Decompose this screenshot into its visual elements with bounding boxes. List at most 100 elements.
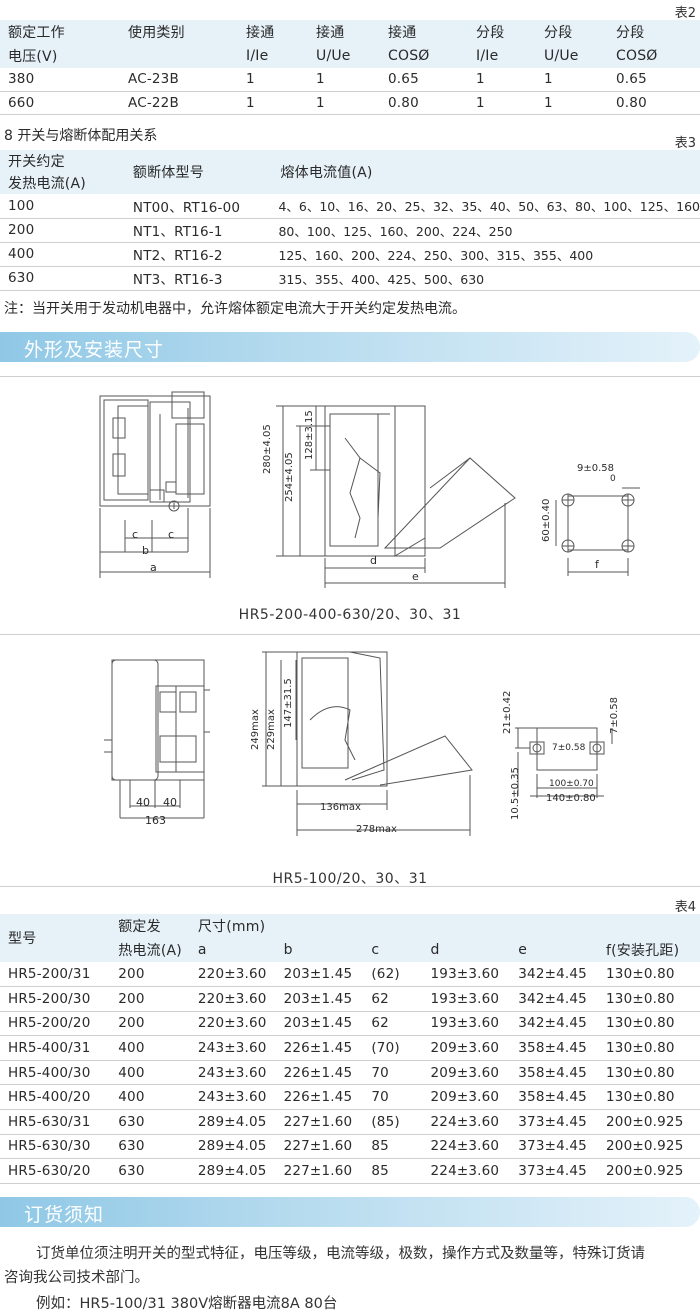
t3-cell: 4、6、10、16、20、25、32、35、40、50、63、80、100、12… bbox=[272, 194, 700, 219]
drawing1-mounting-holes bbox=[555, 487, 640, 576]
drawing2-caption: HR5-100/20、30、31 bbox=[272, 871, 428, 887]
t4-cell: 130±0.80 bbox=[601, 1011, 700, 1037]
t2-cell: AC-23B bbox=[120, 68, 238, 92]
t2-header-top: 接通 bbox=[388, 25, 417, 41]
label-h60: 60±0.40 bbox=[541, 498, 552, 542]
t3-cell: 315、355、400、425、500、630 bbox=[272, 266, 700, 291]
label-h280: 280±4.05 bbox=[262, 424, 273, 474]
t4-cell: 130±0.80 bbox=[601, 1060, 700, 1086]
t4-cell: (85) bbox=[367, 1109, 427, 1135]
t4-cell: 85 bbox=[367, 1134, 427, 1160]
t4-cell: 243±3.60 bbox=[193, 1035, 280, 1061]
t3-cell: 200 bbox=[0, 218, 127, 243]
t4-cell: 226±1.45 bbox=[279, 1035, 368, 1061]
t3-cell: 80、100、125、160、200、224、250 bbox=[272, 218, 700, 243]
t3-cell: 125、160、200、224、250、300、315、355、400 bbox=[272, 242, 700, 267]
label-h254: 254±4.05 bbox=[284, 452, 295, 502]
t2-header-bottom: 电压(V) bbox=[8, 49, 58, 65]
drawing2-front-view bbox=[104, 659, 210, 819]
label-c2: c bbox=[168, 528, 175, 541]
table3-note: 注：当开关用于发动机电器中，允许熔体额定电流大于开关约定发热电流。 bbox=[4, 301, 466, 317]
t4-cell: 342±4.45 bbox=[514, 962, 602, 988]
t4-cell: 400 bbox=[112, 1084, 194, 1111]
drawing1-front-view bbox=[99, 391, 211, 578]
label-h7: 7±0.58 bbox=[609, 696, 620, 734]
label-w9: 9±0.58 bbox=[577, 463, 615, 474]
divider bbox=[0, 634, 700, 635]
t2-cell: AC-22B bbox=[120, 91, 238, 115]
t4-cell: 630 bbox=[112, 1158, 194, 1184]
t4-cell: 193±3.60 bbox=[426, 962, 515, 988]
t3-header-fuse-model: 额断体型号 bbox=[132, 165, 204, 181]
t4-cell: 243±3.60 bbox=[193, 1084, 280, 1111]
t2-header-bottom: COSØ bbox=[388, 48, 430, 64]
t4-cell: 130±0.80 bbox=[601, 962, 700, 988]
t4-cell: HR5-200/30 bbox=[0, 986, 113, 1012]
t4-cell: 220±3.60 bbox=[193, 962, 280, 988]
t4-cell: 289±4.05 bbox=[193, 1134, 280, 1160]
t2-header-bottom: I/Ie bbox=[476, 48, 499, 64]
t4-cell: 342±4.45 bbox=[514, 986, 602, 1012]
t2-cell: 1 bbox=[238, 68, 308, 92]
drawing1-svg bbox=[99, 391, 640, 588]
drawing2-mounting-holes bbox=[515, 727, 613, 798]
t4-header-col: c bbox=[371, 942, 380, 958]
t3-cell: 100 bbox=[0, 194, 127, 219]
t4-cell: HR5-630/31 bbox=[0, 1109, 113, 1135]
t4-cell: 200 bbox=[112, 1011, 194, 1037]
t4-cell: HR5-400/30 bbox=[0, 1060, 113, 1086]
t3-cell: NT1、RT16-1 bbox=[126, 218, 273, 243]
t4-cell: 70 bbox=[367, 1060, 427, 1086]
label-h105: 10.5±0.35 bbox=[510, 767, 521, 820]
t4-header-rated2: 热电流(A) bbox=[118, 943, 182, 959]
label-w40a: 40 bbox=[136, 796, 150, 809]
t4-cell: 200 bbox=[112, 986, 194, 1012]
t4-cell: 630 bbox=[112, 1109, 194, 1135]
table4-tag: 表4 bbox=[674, 900, 696, 915]
t4-cell: 200±0.925 bbox=[601, 1109, 700, 1135]
t2-header-top: 接通 bbox=[316, 25, 345, 41]
ordering-example: 例如：HR5-100/31 380V熔断器电流8A 80台 bbox=[36, 1296, 338, 1312]
t4-cell: 358±4.45 bbox=[514, 1060, 602, 1086]
ordering-line2: 咨询我公司技术部门。 bbox=[4, 1270, 149, 1286]
label-w40b: 40 bbox=[163, 796, 177, 809]
t2-cell: 0.80 bbox=[380, 91, 468, 115]
t2-cell: 0.65 bbox=[608, 68, 700, 92]
t4-cell: 289±4.05 bbox=[193, 1158, 280, 1184]
t4-header-col: d bbox=[430, 942, 440, 958]
label-f: f bbox=[595, 558, 599, 571]
t4-header-col: e bbox=[518, 942, 528, 958]
t4-cell: 400 bbox=[112, 1060, 194, 1086]
t2-cell: 1 bbox=[238, 91, 308, 115]
t2-cell: 1 bbox=[308, 91, 380, 115]
label-zero: 0 bbox=[610, 474, 616, 484]
t4-cell: 227±1.60 bbox=[279, 1158, 368, 1184]
t2-header-bottom: U/Ue bbox=[316, 48, 351, 64]
t4-cell: 203±1.45 bbox=[279, 986, 368, 1012]
t3-cell: NT3、RT16-3 bbox=[126, 266, 273, 291]
t4-cell: HR5-400/31 bbox=[0, 1035, 113, 1061]
label-h128: 128±3.15 bbox=[304, 410, 315, 460]
t4-cell: 209±3.60 bbox=[426, 1035, 515, 1061]
drawing1-side-view bbox=[276, 405, 516, 588]
section-dimensions-header: 外形及安装尺寸 bbox=[0, 332, 700, 362]
label-e: e bbox=[412, 570, 419, 583]
t4-cell: 62 bbox=[367, 1011, 427, 1037]
t3-cell: 400 bbox=[0, 242, 127, 267]
t4-cell: 62 bbox=[367, 986, 427, 1012]
t2-header-bottom: COSØ bbox=[616, 48, 658, 64]
t4-header-size: 尺寸(mm) bbox=[197, 919, 266, 935]
label-h21: 21±0.42 bbox=[502, 690, 513, 734]
t4-cell: HR5-400/20 bbox=[0, 1084, 113, 1111]
section-dimensions-title: 外形及安装尺寸 bbox=[24, 339, 165, 361]
